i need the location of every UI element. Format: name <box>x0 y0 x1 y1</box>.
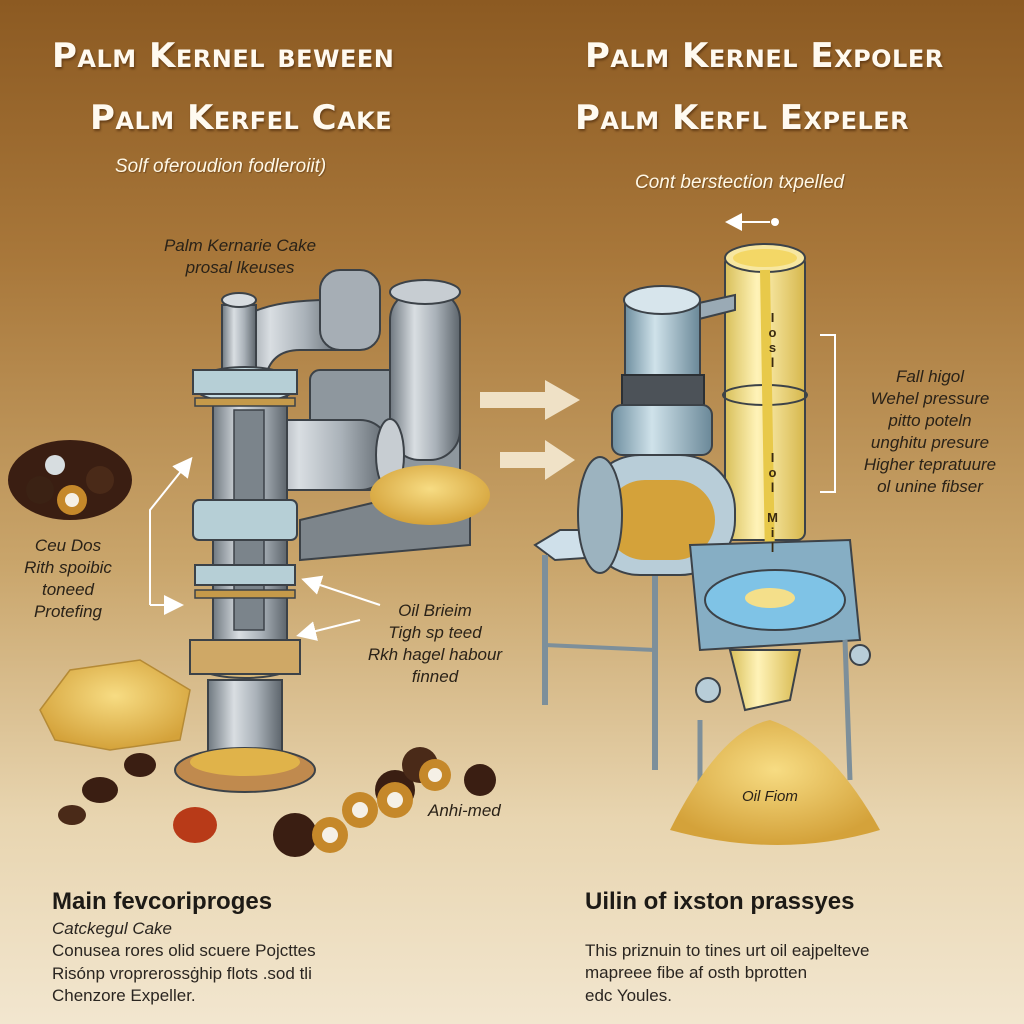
direction-arrow <box>725 213 779 231</box>
side-label-line: Ceu Dos <box>34 536 102 555</box>
left-body-line: Catckegul Cake <box>52 919 173 938</box>
right-label-line: unghitu presure <box>870 433 990 453</box>
right-body-line: This priznuin to tines urt oil eajpeltev… <box>585 941 870 960</box>
side-label-line: Rith spoibic <box>24 558 112 578</box>
right-body-line: mapreee fibe af osth bprotten <box>585 963 808 983</box>
left-section-body: Catckegul Cake Conusea rores olid scuere… <box>52 918 316 1008</box>
oil-label-line: Tigh sp teed <box>388 623 482 643</box>
left-body-line: Risónp vroprerossġhip flots .sod tli <box>52 963 312 983</box>
right-expeller-machine <box>533 243 871 830</box>
process-arrows <box>480 380 580 480</box>
right-subtitle: Cont berstection txpelled <box>635 172 845 193</box>
machine-label: Palm Kernarie Cake prosal lkeuses <box>140 235 340 279</box>
expelled-cake-pile <box>670 720 880 845</box>
right-label-line: ol unine fibser <box>877 477 983 497</box>
left-body-line: Chenzore Expeller. <box>52 986 196 1006</box>
kernel-label: Anhi-med <box>428 801 501 820</box>
tube-label-top: Iosl <box>765 310 780 370</box>
oil-label-line: Rkh hagel habour <box>367 645 503 665</box>
right-label-line: Wehel pressure <box>870 389 990 409</box>
right-bracket <box>820 334 836 493</box>
oil-label-line: finned <box>411 667 459 687</box>
right-body-line: edc Youles. <box>585 985 672 1005</box>
left-subtitle: Solf oferoudion fodleroiit) <box>115 156 327 177</box>
left-body-line: Conusea rores olid scuere Pojcttes <box>52 941 316 961</box>
right-section-heading: Uilin of ixston prassyes <box>585 888 855 915</box>
right-label-line: Fall higol <box>895 367 965 386</box>
machine-label-line: prosal lkeuses <box>185 258 295 278</box>
palm-kernels <box>58 747 496 857</box>
fruit-side-label: Ceu Dos Rith spoibic toneed Protefing <box>8 535 128 623</box>
left-title-line2: Palm Kerfel Cake <box>90 98 393 138</box>
machine-label-line: Palm Kernarie Cake <box>163 236 317 255</box>
oil-label: Oil Brieim Tigh sp teed Rkh hagel habour… <box>345 600 525 688</box>
tube-label-mid: Iol Mil <box>765 450 780 555</box>
left-press-machine <box>174 269 490 793</box>
right-label-line: pitto poteln <box>888 411 972 431</box>
right-section-body: This priznuin to tines urt oil eajpeltev… <box>585 940 869 1007</box>
right-title-line1: Palm Kernel Expoler <box>585 36 944 76</box>
side-label-line: Protefing <box>33 602 103 622</box>
pile-label: Oil Fiom <box>742 788 798 805</box>
palm-fruit-cluster <box>8 440 132 520</box>
left-section-heading: Main fevcoriproges <box>52 888 273 915</box>
right-side-label: Fall higol Wehel pressure pitto poteln u… <box>840 366 1020 499</box>
oil-label-line: Oil Brieim <box>398 601 472 620</box>
kernel-cake-chunk <box>39 659 191 751</box>
right-label-line: Higher tepratuure <box>863 455 997 475</box>
right-title-line2: Palm Kerfl Expeler <box>575 98 910 138</box>
left-callout-lines <box>149 456 381 641</box>
side-label-line: toneed <box>42 580 94 600</box>
left-title-line1: Palm Kernel beween <box>52 36 395 76</box>
